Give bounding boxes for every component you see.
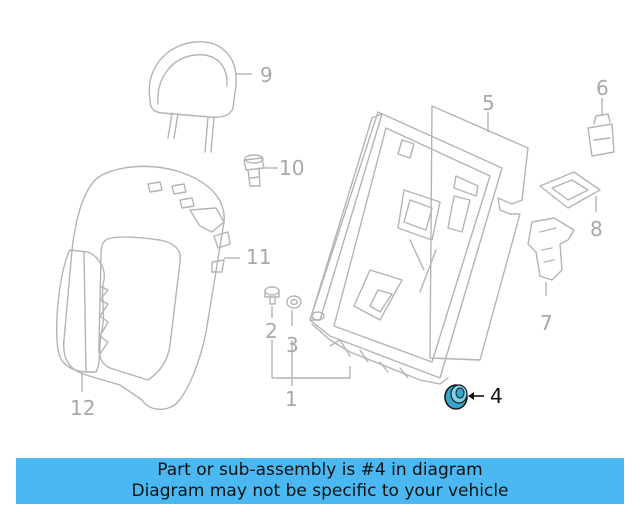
part-5-seatback-panel [429,105,529,361]
callout-7[interactable]: 7 [540,311,553,335]
banner-line-1: Part or sub-assembly is #4 in diagram [157,460,483,480]
part-6-cap [587,113,615,157]
banner-line-2: Diagram may not be specific to your vehi… [131,481,509,501]
leader-1-branches [271,340,293,386]
callout-4[interactable]: 4 [490,384,503,408]
callout-12[interactable]: 12 [70,396,95,420]
part-3-nut [286,295,302,309]
callout-5[interactable]: 5 [482,91,495,115]
callout-10[interactable]: 10 [279,156,304,180]
leader-4-arrowhead [468,392,474,400]
part-11-seatback-cover [63,165,231,410]
callout-8[interactable]: 8 [590,217,603,241]
part-8-bezel [539,171,601,209]
callout-6[interactable]: 6 [596,76,609,100]
part-9-headrest [148,41,237,153]
part-7-latch [527,217,575,281]
part-10-guide-sleeve [243,154,265,187]
callout-9[interactable]: 9 [260,63,273,87]
part-1-seatback-frame [309,111,503,385]
info-banner: Part or sub-assembly is #4 in diagram Di… [16,458,624,504]
parts-diagram: 9 10 11 12 5 [56,41,615,420]
part-4-grommet[interactable] [444,384,468,410]
callout-11[interactable]: 11 [246,245,271,269]
callout-1[interactable]: 1 [285,387,298,411]
leader-1 [272,366,351,379]
part-2-bolt [264,286,280,305]
callout-3[interactable]: 3 [286,333,299,357]
callout-2[interactable]: 2 [265,319,278,343]
part-12-padding [56,249,109,373]
